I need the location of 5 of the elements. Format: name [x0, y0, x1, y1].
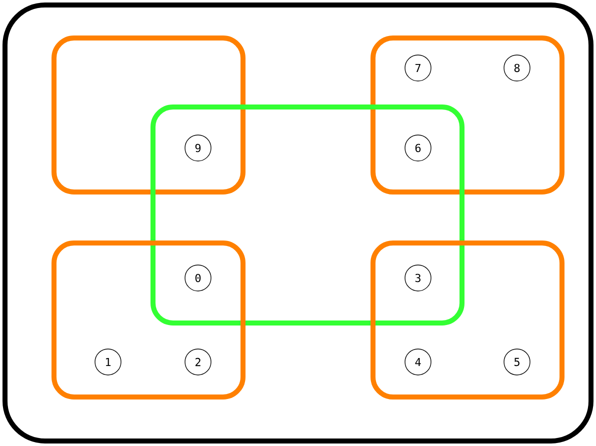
rounded-box: [52, 36, 246, 194]
rounded-box: [370, 36, 564, 194]
rounded-box: [370, 240, 564, 400]
rounded-box: [52, 240, 246, 400]
rounded-box: [150, 104, 464, 326]
